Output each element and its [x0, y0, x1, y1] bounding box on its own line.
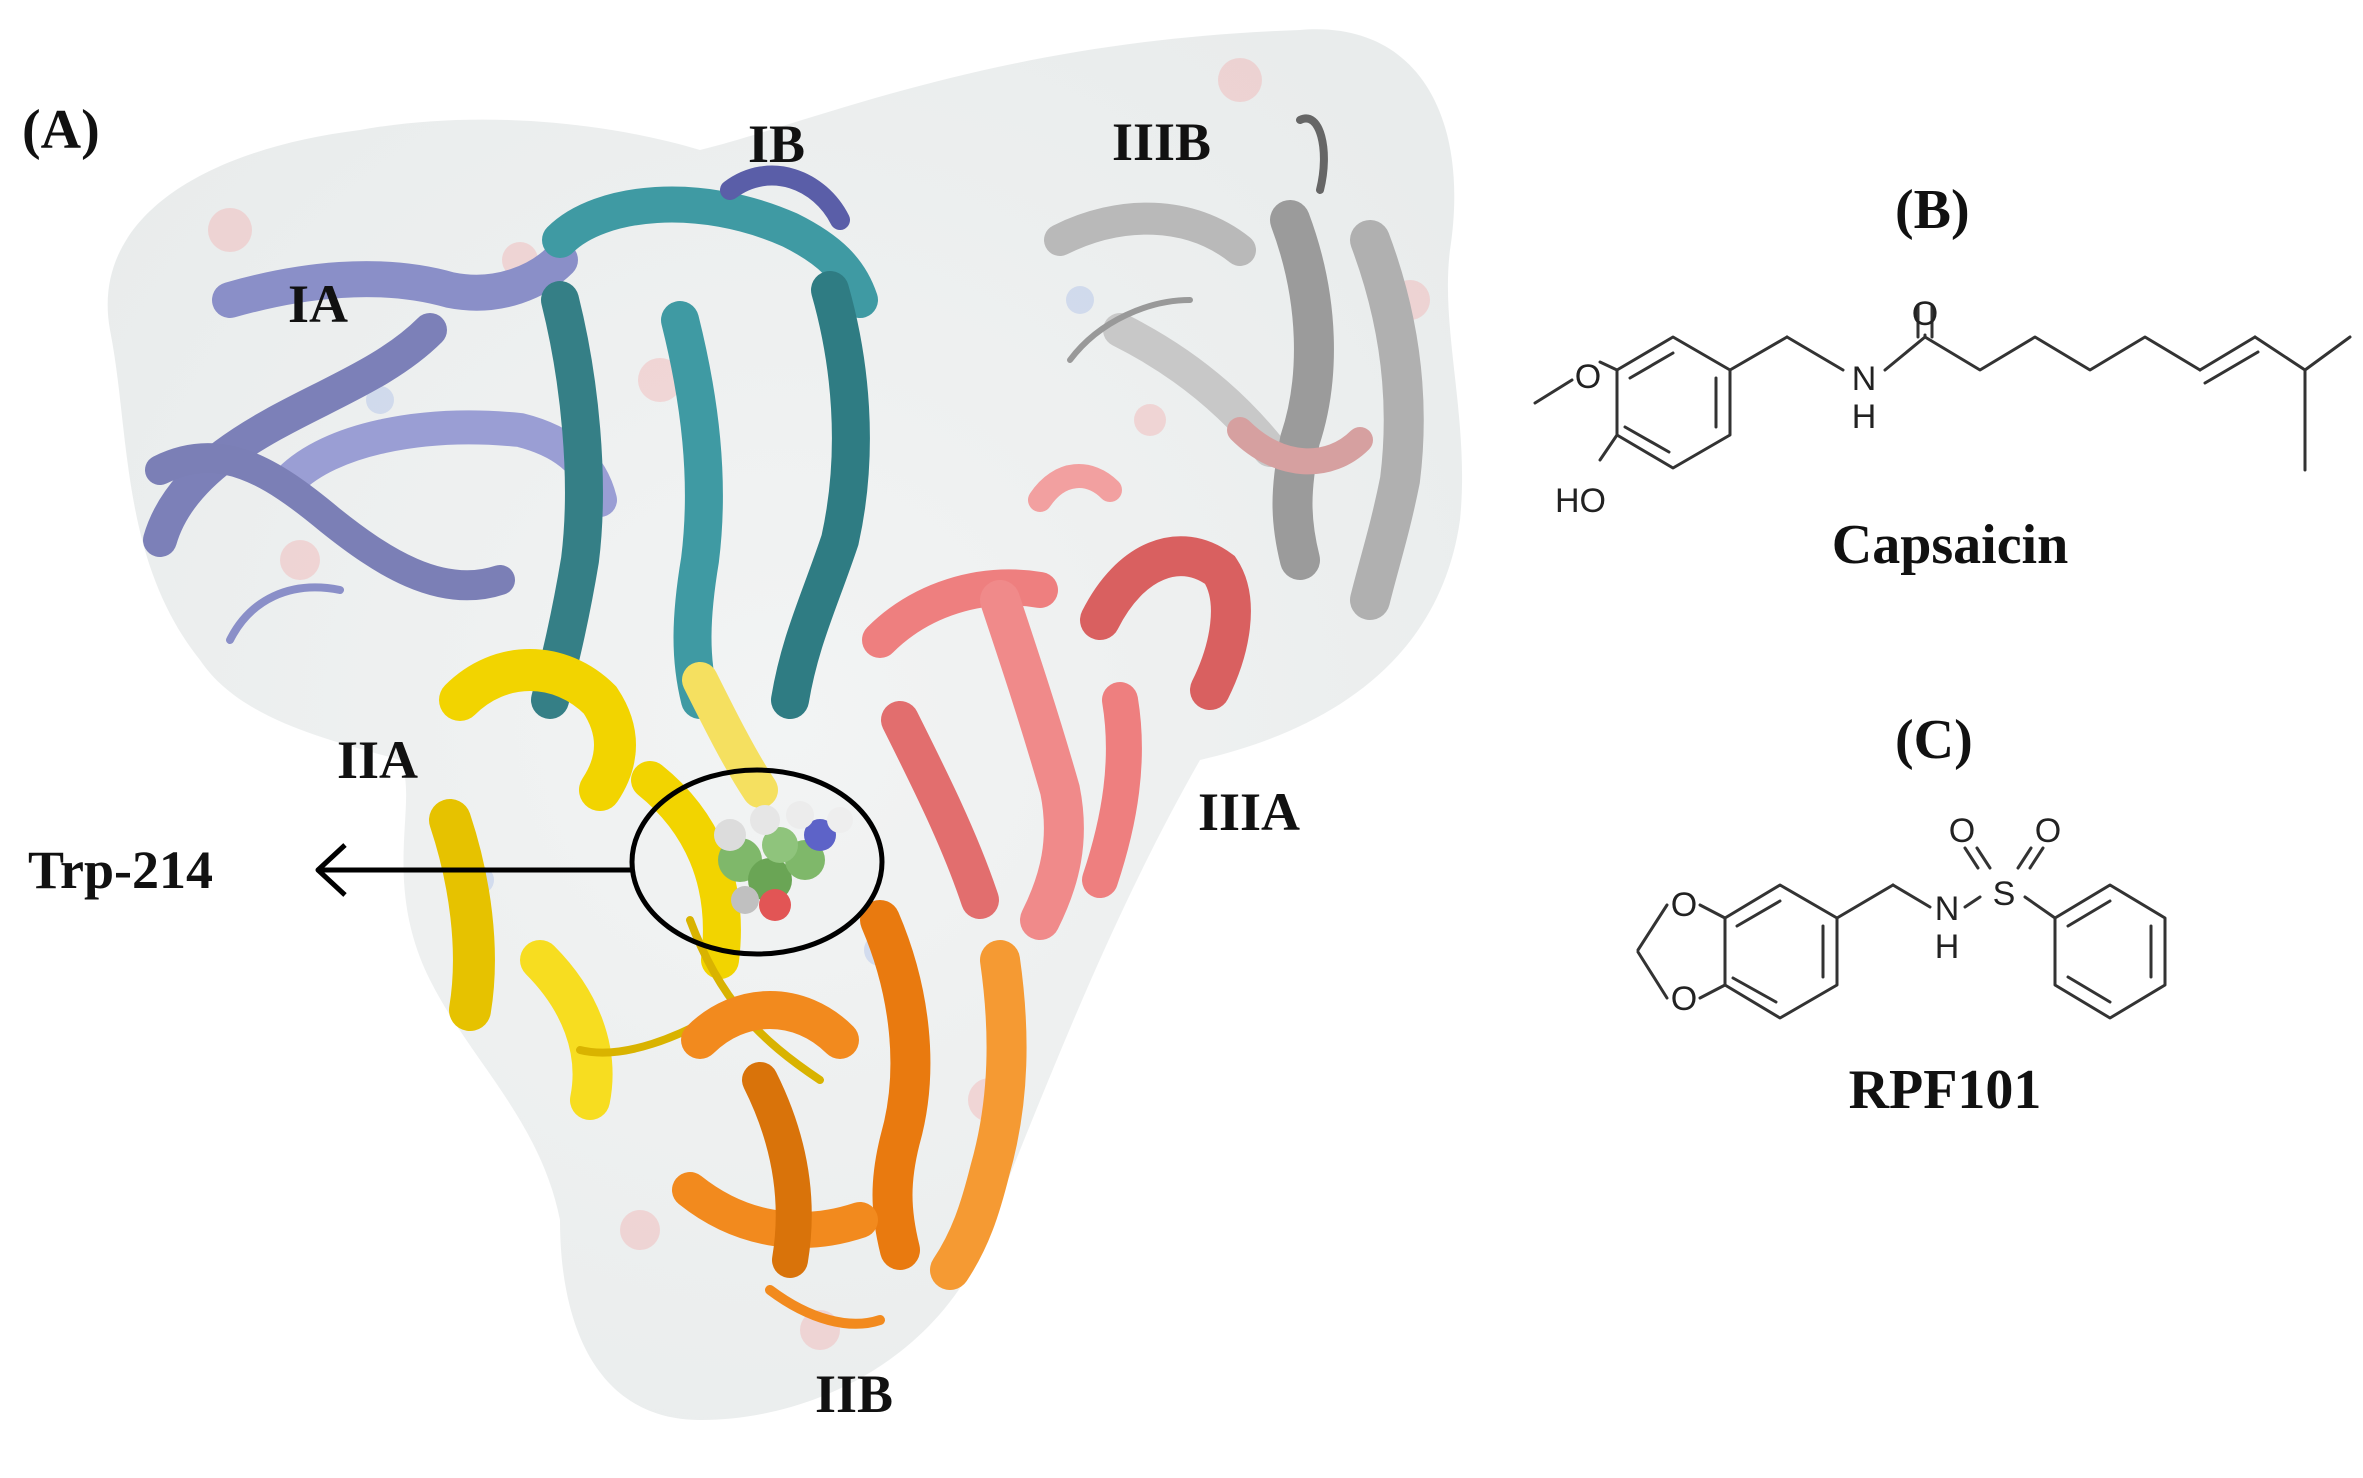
- trp-214-arrow: [315, 843, 632, 897]
- domain-iib-helices: [672, 900, 1027, 1329]
- domain-ia-label: IA: [288, 274, 348, 334]
- rpf101-dioxole-o-bottom: O: [1671, 980, 1697, 1018]
- domain-iiib-helices: [1044, 114, 1424, 620]
- panel-c-label: (C): [1895, 709, 1973, 771]
- rpf101-dioxole-o-top: O: [1671, 886, 1697, 924]
- domain-iiib-label: IIIB: [1112, 112, 1211, 172]
- rpf101-sulfonyl-o-right: O: [2035, 812, 2061, 850]
- capsaicin-carbonyl-o: O: [1912, 295, 1938, 333]
- trp-214-spheres: [714, 801, 853, 921]
- domain-iiia-label: IIIA: [1198, 782, 1300, 842]
- rpf101-h: H: [1935, 928, 1960, 966]
- rpf101-sulfonyl-o-left: O: [1949, 812, 1975, 850]
- capsaicin-amide-n: N: [1852, 360, 1877, 398]
- capsaicin-name: Capsaicin: [1832, 514, 2069, 576]
- domain-ib-label: IB: [748, 114, 805, 174]
- rpf101-n: N: [1935, 890, 1960, 928]
- capsaicin-structure: [1533, 303, 2352, 472]
- trp-214-label: Trp-214: [28, 840, 213, 900]
- capsaicin-methoxy-o: O: [1575, 358, 1601, 396]
- capsaicin-ho: HO: [1555, 482, 1606, 520]
- domain-iiia-helices: [862, 464, 1251, 940]
- panel-a-label: (A): [22, 99, 100, 161]
- panel-b-label: (B): [1895, 179, 1970, 241]
- rpf101-structure: [1636, 846, 2167, 1020]
- rpf101-sulfur: S: [1993, 875, 2016, 913]
- domain-iia-label: IIA: [337, 730, 418, 790]
- protein-structure: [107, 29, 1463, 1421]
- capsaicin-amide-h: H: [1852, 398, 1877, 436]
- binding-site-ellipse: [629, 767, 885, 957]
- molecular-surface: [107, 29, 1463, 1421]
- rpf101-name: RPF101: [1849, 1059, 2042, 1121]
- domain-iib-label: IIB: [815, 1364, 893, 1424]
